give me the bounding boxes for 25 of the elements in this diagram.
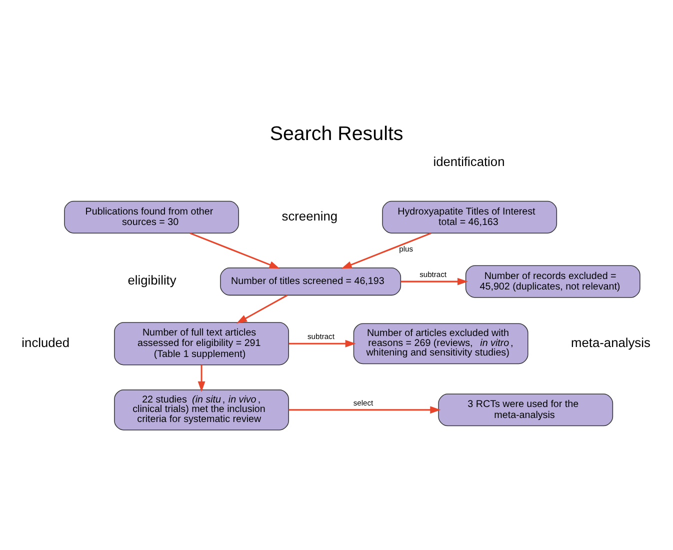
edge-label: plus: [399, 244, 414, 253]
arrow: [198, 364, 206, 392]
arrow: [288, 339, 356, 347]
label: included: [22, 334, 70, 350]
edge-label: subtract: [308, 332, 334, 341]
node-box: Hydroxyapatite Titles of Interest total = 46,163: [382, 200, 558, 233]
arrow: [288, 406, 441, 414]
label: meta-analysis: [571, 334, 650, 350]
label: eligibility: [128, 272, 176, 288]
arrow: [400, 277, 468, 285]
node-box: Number of full text articles assessed for eligibility = 291 (Table 1 supplement): [114, 322, 289, 365]
label: screening: [282, 208, 338, 223]
arrow: [236, 294, 288, 324]
node-box: Publications found from other sources = 30: [64, 200, 239, 233]
node-box: Number of records excluded = 45,902 (duplicates, not relevant): [465, 264, 640, 298]
node-box: Number of titles screened = 46,193: [220, 267, 402, 296]
node-box: 3 RCTs were used for the meta-analysis: [438, 393, 614, 426]
diagram-title: Search Results: [270, 122, 404, 144]
node-box: 22 studies (in situ, in vivo, clinical trials) met the inclusion criteria for systematic review: [114, 388, 289, 430]
label: identification: [433, 153, 505, 168]
edge-label: subtract: [420, 270, 447, 279]
node-box: Number of articles excluded with reasons = 269 (reviews, in vitro, whitening and sensitivity studies): [353, 322, 528, 364]
edge-label: select: [353, 398, 374, 407]
arrow: [190, 232, 280, 268]
arrow: [341, 232, 432, 268]
